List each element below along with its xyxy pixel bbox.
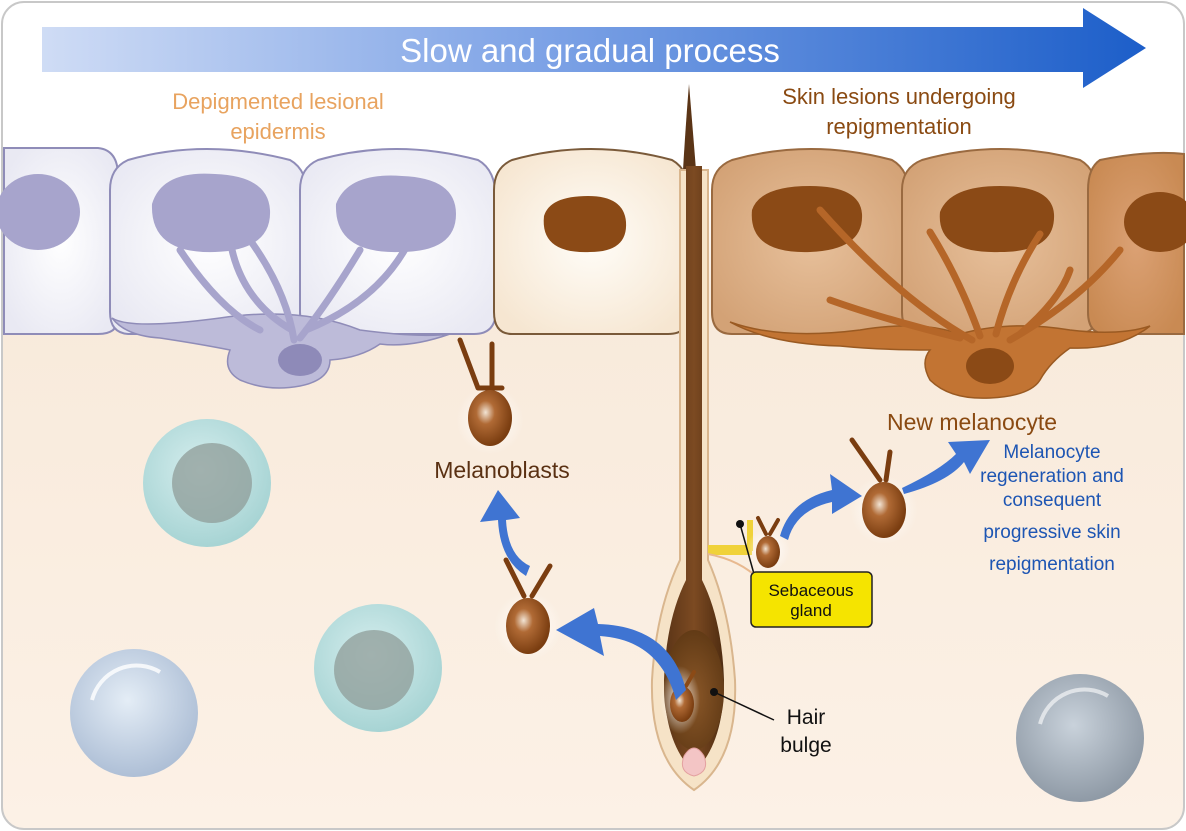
melanoblasts-label: Melanoblasts (434, 457, 570, 483)
blue-sphere (70, 649, 198, 777)
depigmented-label-1: Depigmented lesional (172, 89, 384, 114)
teal-sphere-2 (314, 604, 442, 732)
repigmentation-label-1: Skin lesions undergoing (782, 84, 1016, 109)
process-arrow-label: Slow and gradual process (400, 32, 780, 69)
regeneration-label-1: Melanocyte (1003, 442, 1100, 463)
teal-sphere-1 (143, 419, 271, 547)
repigmentation-label-2: repigmentation (826, 114, 972, 139)
regeneration-label-2: regeneration and (980, 466, 1124, 487)
sebaceous-gland-label-1: Sebaceous (768, 581, 853, 600)
regeneration-label-4: progressive skin (983, 522, 1120, 543)
grey-sphere (1016, 674, 1144, 802)
neutral-cell (494, 149, 690, 334)
regeneration-label-3: consequent (1003, 490, 1102, 511)
regeneration-label-5: repigmentation (989, 554, 1115, 575)
hair-bulge-label-2: bulge (780, 734, 831, 757)
hair-bulge-label-1: Hair (787, 706, 826, 729)
new-melanocyte-label: New melanocyte (887, 409, 1057, 435)
sebaceous-gland-label-2: gland (790, 601, 832, 620)
depigmented-label-2: epidermis (230, 119, 325, 144)
